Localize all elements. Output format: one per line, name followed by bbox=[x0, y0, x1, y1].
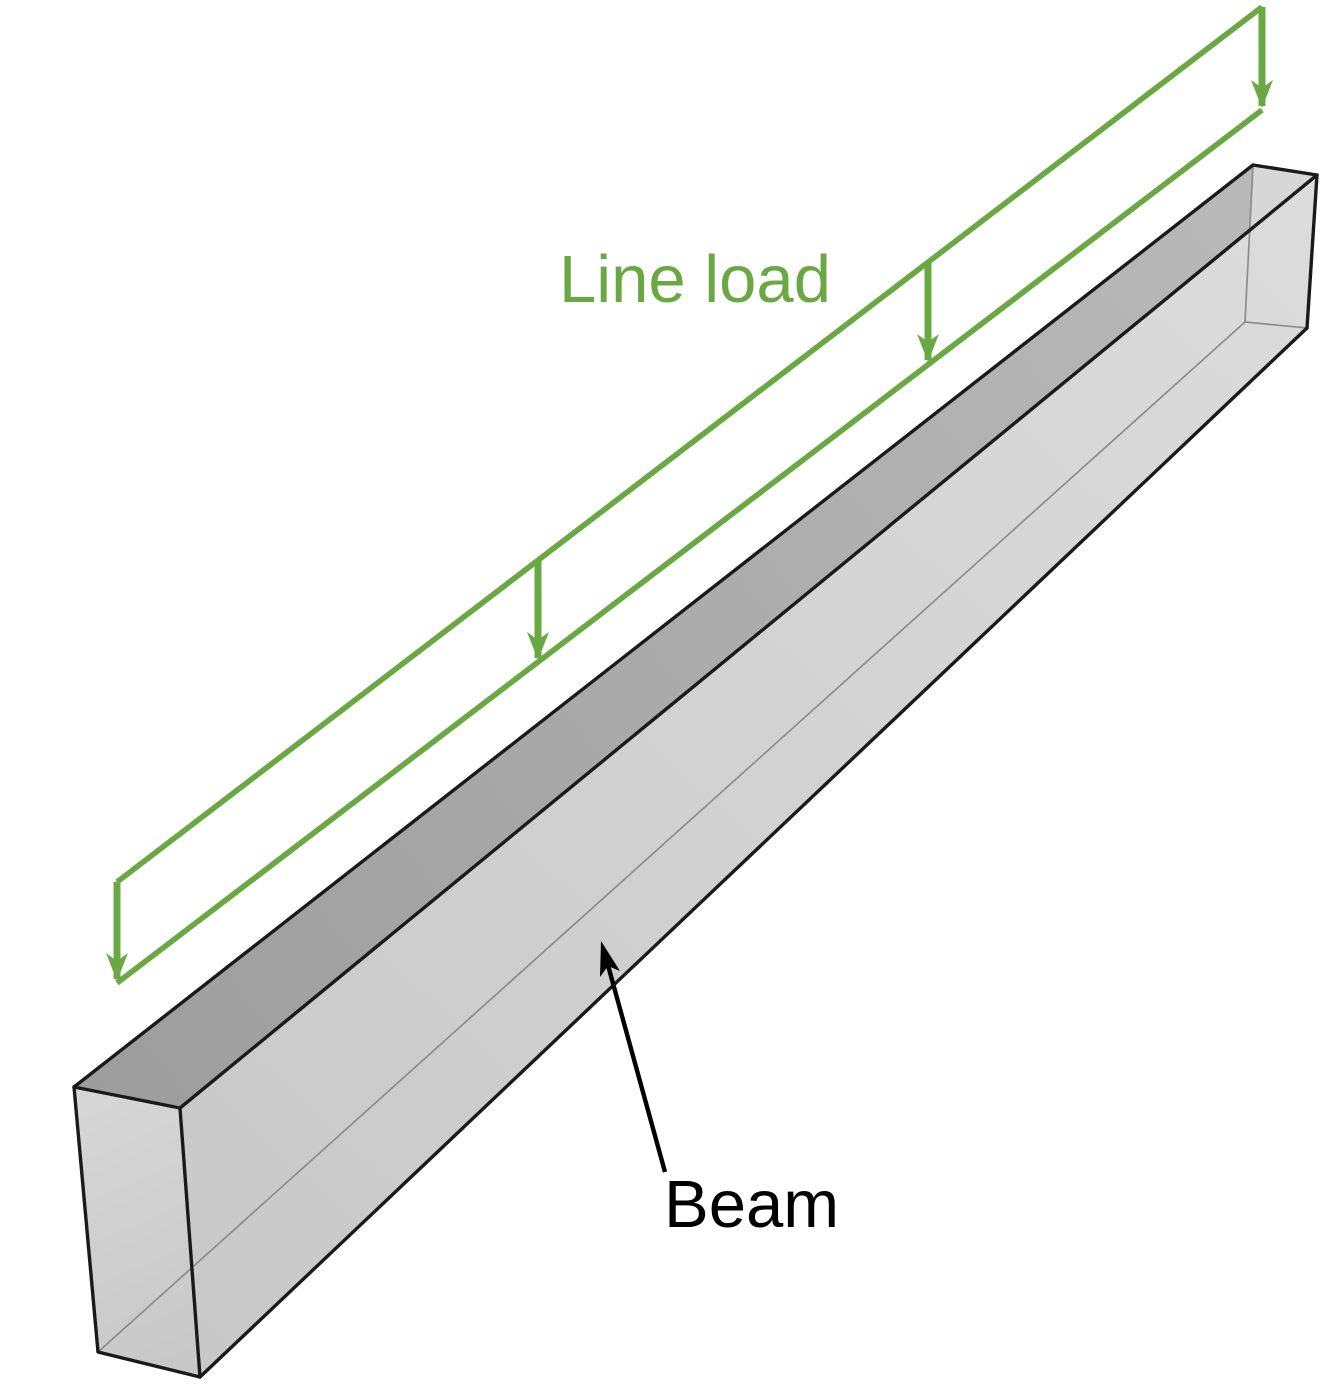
load-arrow-1 bbox=[106, 882, 128, 981]
load-arrow-head bbox=[917, 334, 939, 362]
beam-far-end-outline bbox=[1251, 163, 1319, 330]
beam-pointer-shaft bbox=[603, 957, 668, 1173]
beam-top-face bbox=[74, 165, 1253, 1108]
load-arrow-head bbox=[106, 953, 128, 981]
beam-hidden-edges bbox=[97, 164, 1308, 1353]
load-arrow-4 bbox=[1251, 7, 1273, 108]
beam-pointer-head bbox=[600, 941, 620, 977]
beam-pointer-arrow bbox=[600, 941, 668, 1173]
beam-far-back-edge bbox=[1244, 164, 1254, 323]
line-load-label: Line load bbox=[559, 242, 831, 317]
load-arrow-3 bbox=[917, 262, 939, 362]
beam-far-bottom-edge bbox=[1244, 321, 1308, 329]
beam-front-face bbox=[180, 175, 1317, 1377]
load-arrow-head bbox=[1251, 80, 1273, 108]
beam-top-front-ridge bbox=[178, 173, 1319, 1110]
load-arrow-2 bbox=[527, 560, 549, 660]
beam-bottom-front-edge bbox=[198, 326, 1309, 1379]
beam-near-end-face bbox=[74, 1087, 200, 1377]
beam-back-bottom-edge bbox=[97, 321, 1246, 1353]
beam-near-end-outline bbox=[72, 1085, 202, 1379]
beam-label: Beam bbox=[664, 1167, 840, 1242]
beam-visible-edges bbox=[72, 163, 1319, 1379]
line-load-top-edge bbox=[115, 4, 1264, 885]
load-arrow-head bbox=[527, 632, 549, 660]
line-load-3d bbox=[106, 4, 1273, 986]
beam-3d bbox=[72, 163, 1319, 1379]
beam-top-back-edge bbox=[72, 163, 1255, 1089]
line-load-bottom-edge bbox=[115, 107, 1264, 986]
